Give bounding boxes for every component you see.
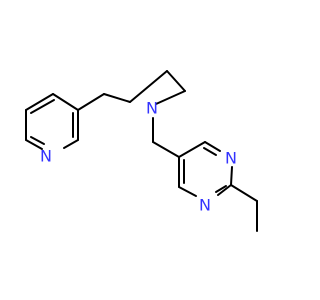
pyrimidine-top-nitrogen-label: N [225, 149, 237, 168]
molecule-structure: N N N N [25, 70, 258, 232]
bond [25, 93, 54, 111]
bond [103, 93, 131, 103]
bond [129, 70, 168, 103]
pyrrolidine-ring [103, 70, 186, 105]
bond [52, 93, 79, 111]
pyrimidine-bottom-nitrogen-label: N [199, 196, 211, 215]
bond [77, 93, 105, 111]
bond [230, 184, 258, 202]
pyridine-nitrogen-label: N [40, 147, 52, 166]
bond [166, 70, 186, 92]
bond [152, 141, 180, 158]
pyridine-ring [25, 93, 79, 150]
bond [215, 185, 227, 193]
bond [204, 141, 221, 152]
bond [203, 147, 217, 156]
bond [178, 186, 197, 197]
bond [155, 90, 186, 105]
bond [217, 184, 232, 196]
bond [63, 139, 79, 149]
ethyl-group [230, 184, 258, 232]
bond [178, 141, 206, 158]
bond [30, 136, 45, 145]
molecule-canvas: N N N N [25, 70, 258, 232]
bond [25, 139, 43, 150]
bond [30, 99, 55, 114]
bond [230, 166, 233, 186]
pyrrolidine-nitrogen-label: N [146, 99, 158, 118]
pyrimidine-ring [178, 141, 233, 197]
